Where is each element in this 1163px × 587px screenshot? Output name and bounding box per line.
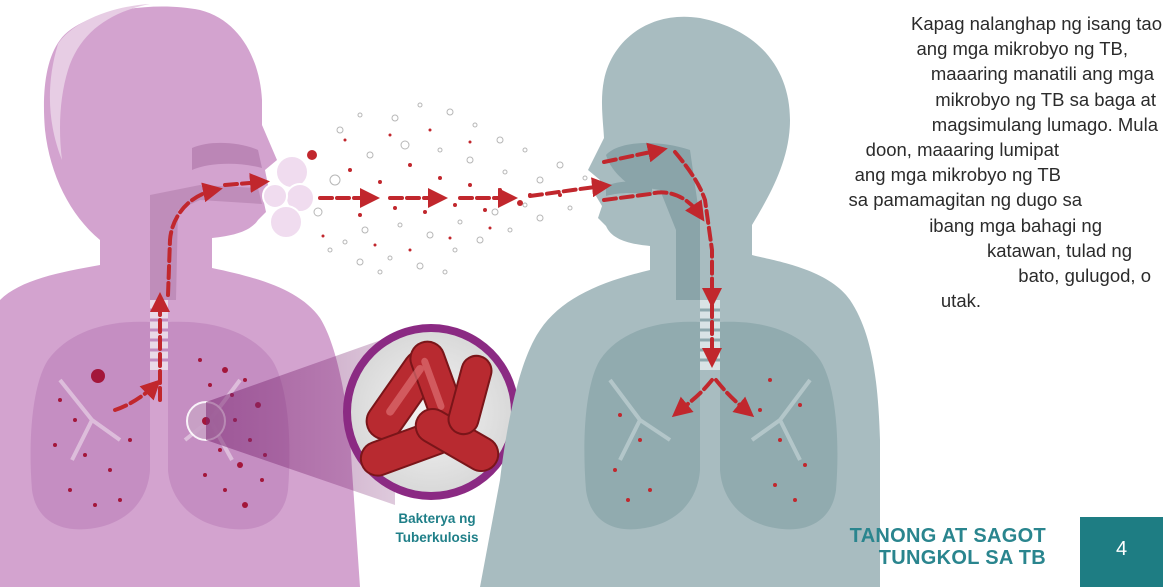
description-line: bato, gulugod, o	[782, 263, 1151, 288]
description-line: maaaring manatili ang mga	[782, 61, 1154, 86]
footer-title-line1: TANONG AT SAGOT	[850, 525, 1046, 547]
cough-cloud	[263, 156, 314, 238]
description-line: ang mga mikrobyo ng TB	[782, 162, 1061, 187]
droplet-spray	[307, 103, 587, 274]
bacteria-label-line1: Bakterya ng	[372, 509, 502, 528]
description-line: magsimulang lumago. Mula	[782, 112, 1158, 137]
description-line: doon, maaaring lumipat	[782, 137, 1059, 162]
bacteria-label-line2: Tuberkulosis	[372, 528, 502, 547]
bacteria-magnified-circle	[343, 324, 519, 500]
description-line: ibang mga bahagi ng	[782, 213, 1102, 238]
description-line: ang mga mikrobyo ng TB,	[782, 36, 1128, 61]
description-line: katawan, tulad ng	[782, 238, 1132, 263]
description-line: Kapag nalanghap ng isang tao	[782, 11, 1162, 36]
description-line: sa pamamagitan ng dugo sa	[782, 187, 1082, 212]
page-number: 4	[1080, 517, 1163, 587]
description-paragraph: Kapag nalanghap ng isang tao ang mga mik…	[782, 11, 1162, 313]
bacteria-label: Bakterya ng Tuberkulosis	[372, 509, 502, 547]
footer-title-line2: TUNGKOL SA TB	[850, 547, 1046, 569]
description-line: mikrobyo ng TB sa baga at	[782, 87, 1156, 112]
description-line: utak.	[782, 288, 981, 313]
footer-title: TANONG AT SAGOT TUNGKOL SA TB	[850, 525, 1046, 569]
